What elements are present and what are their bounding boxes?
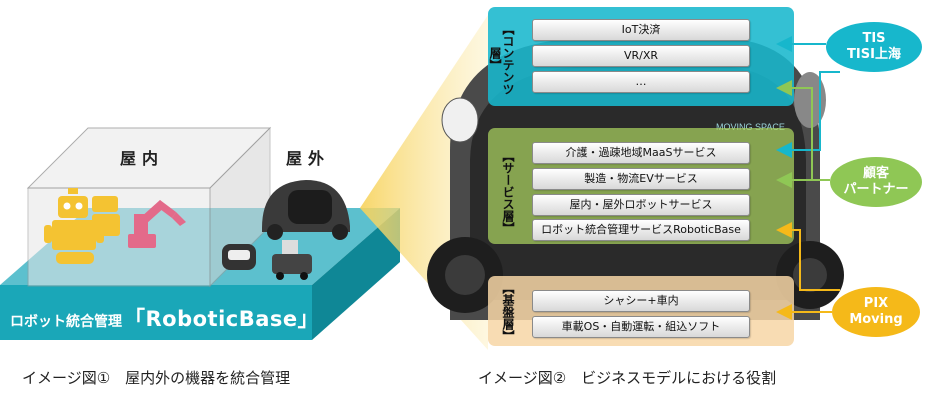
content-layer: 【コンテンツ層】 IoT決済 VR/XR …	[488, 7, 794, 106]
service-box-manufacturing-ev: 製造・物流EVサービス	[532, 168, 750, 190]
left-diagram: 屋内 屋外 ロボット統合管理「RoboticBase」 イメージ図① 屋内外の機…	[0, 0, 400, 387]
base-box-chassis: シャシー+車内	[532, 290, 750, 312]
content-box-more: …	[532, 71, 750, 93]
service-layer: 【サービス層】 介護・過疎地域MaaSサービス 製造・物流EVサービス 屋内・屋…	[488, 128, 794, 244]
outdoor-label: 屋外	[286, 149, 331, 168]
base-layer-title: 【基盤層】	[501, 282, 515, 342]
service-box-roboticbase: ロボット統合管理サービスRoboticBase	[532, 219, 750, 241]
service-layer-title: 【サービス層】	[501, 150, 515, 234]
right-diagram: MOVING SPACE 【コンテンツ層】 IoT決済 VR/XR … 【サービ…	[420, 0, 945, 387]
pix-arrow-service	[776, 222, 840, 291]
partner-customer-line2: パートナー	[843, 182, 909, 197]
service-box-robot-service: 屋内・屋外ロボットサービス	[532, 194, 750, 216]
indoor-robot-yellow-icon	[44, 188, 120, 264]
tis-arrow-service	[776, 71, 840, 158]
partner-tis-line2: TISI上海	[847, 47, 901, 62]
platform-label: ロボット統合管理「RoboticBase」	[10, 303, 319, 333]
vehicle-brand-text: MOVING SPACE	[716, 122, 785, 132]
platform-front	[0, 285, 312, 340]
base-box-vehicle-os: 車載OS・自動運転・組込ソフト	[532, 316, 750, 338]
service-box-care-maas: 介護・過疎地域MaaSサービス	[532, 142, 750, 164]
partner-pix-oval: PIX Moving	[832, 287, 920, 337]
partner-pix-line1: PIX	[863, 296, 889, 311]
platform-illustration	[0, 126, 400, 340]
content-box-vr-xr: VR/XR	[532, 45, 750, 67]
outdoor-robots-icon	[222, 240, 312, 280]
platform-label-main: 「RoboticBase」	[124, 307, 320, 331]
platform-label-prefix: ロボット統合管理	[10, 314, 122, 330]
outdoor-vehicle-icon	[262, 180, 350, 240]
left-caption: イメージ図① 屋内外の機器を統合管理	[22, 369, 291, 387]
partner-pix-line2: Moving	[849, 312, 903, 327]
base-layer: 【基盤層】 シャシー+車内 車載OS・自動運転・組込ソフト	[488, 276, 794, 346]
indoor-label: 屋内	[120, 149, 165, 168]
partner-customer-line1: 顧客	[862, 166, 889, 181]
partner-tis-oval: TIS TISI上海	[826, 22, 922, 72]
partner-tis-line1: TIS	[862, 31, 886, 46]
customer-arrow-content	[776, 80, 830, 181]
connector-arrows	[776, 36, 840, 320]
content-layer-title: 【コンテンツ層】	[488, 23, 515, 95]
partner-customer-oval: 顧客 パートナー	[830, 157, 922, 207]
content-box-iot-payment: IoT決済	[532, 19, 750, 41]
indoor-robot-arm-icon	[128, 200, 186, 248]
right-caption: イメージ図② ビジネスモデルにおける役割	[478, 369, 777, 387]
